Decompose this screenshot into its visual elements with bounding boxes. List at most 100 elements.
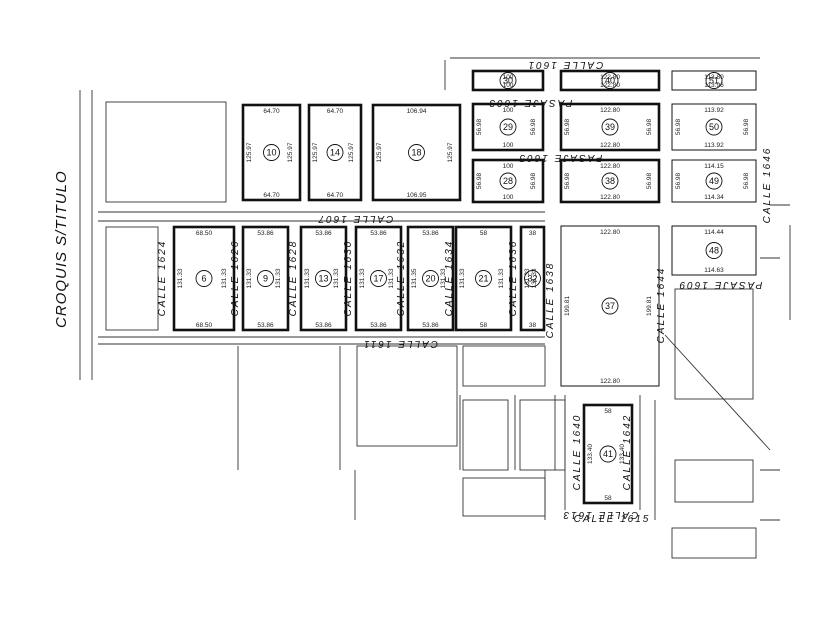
lot-dimension: 53.86 — [422, 322, 439, 329]
lot-number: 30 — [503, 76, 513, 86]
lot-outline — [406, 225, 455, 332]
lot-outline — [471, 69, 545, 92]
lot-number-circle — [315, 270, 332, 287]
street-label-calle-1646: CALLE 1646 — [762, 147, 773, 224]
lot-number: 9 — [263, 274, 268, 284]
lot-dimension: 131.35 — [411, 268, 418, 288]
lot-dimension: 64.70 — [327, 192, 344, 199]
street-label-calle-1607: CALLE 1607 — [317, 213, 394, 224]
lot-dimension: 131.33 — [524, 268, 531, 288]
street-label-calle-1628: CALLE 1628 — [288, 240, 299, 317]
lot-dimension: 122.80 — [600, 107, 620, 114]
lot-outline — [371, 103, 462, 202]
block-outline — [671, 527, 757, 559]
lot-dimension: 199.81 — [564, 296, 571, 316]
lot-dimension: 56.98 — [564, 118, 571, 135]
street-lines — [79, 57, 791, 521]
lot-dimension: 125.97 — [447, 142, 454, 162]
lot-dimension: 131.33 — [304, 268, 311, 288]
lot-number: 29 — [503, 122, 513, 132]
lot-dimension: 64.70 — [263, 108, 280, 115]
lot-dimension: 100 — [503, 163, 514, 170]
lot-number: 28 — [503, 176, 513, 186]
lot-number-circle — [705, 72, 723, 89]
lot-outline — [241, 103, 302, 202]
lot-dimension: 125.97 — [287, 142, 294, 162]
lot-dimension: 53.86 — [422, 230, 439, 237]
lot-dimension: 122.80 — [600, 82, 620, 89]
lot-dimension: 133.40 — [587, 444, 594, 464]
lot-number: 49 — [709, 176, 719, 186]
lot-dimension: 56.98 — [743, 172, 750, 189]
lot-outline — [354, 225, 403, 332]
lot-number: 20 — [425, 274, 435, 284]
lot-dimension: 56.98 — [564, 172, 571, 189]
lot-dimension: 56.98 — [675, 118, 682, 135]
street-label-calle-1615: CALLE 1615 — [574, 514, 651, 525]
lot-dimension: 114.63 — [704, 267, 724, 274]
lot-outline — [671, 225, 757, 276]
lot-dimension: 113.92 — [704, 142, 724, 149]
street-label-pasaje-1605: PASAJE 1605 — [518, 152, 603, 163]
lot-dimension: 131.33 — [333, 268, 340, 288]
block-outline — [105, 101, 227, 203]
lot-dimension: 53.86 — [315, 322, 332, 329]
street-label-calle-1634: CALLE 1634 — [444, 240, 455, 317]
lot-outline — [559, 69, 661, 92]
lot-number-circle — [370, 270, 387, 287]
lot-dimension: 131.33 — [246, 268, 253, 288]
lot-outline — [671, 159, 757, 203]
lot-outline — [241, 225, 290, 332]
lot-dimension: 100 — [503, 142, 514, 149]
lot-dimension: 56.98 — [646, 118, 653, 135]
lot-number-circle — [705, 172, 723, 190]
street-label-calle-1644: CALLE 1644 — [656, 267, 667, 344]
lot-number: 50 — [709, 122, 719, 132]
block-outline — [519, 399, 566, 471]
lot-dimension: 100 — [503, 107, 514, 114]
lot-dimension: 122.80 — [600, 194, 620, 201]
lot-dimension: 113.96 — [704, 82, 724, 89]
lot-number: 32 — [527, 274, 537, 284]
lot-dimension: 122.80 — [600, 378, 620, 385]
street-label-calle-1626: CALLE 1626 — [230, 240, 241, 317]
lot-number: 40 — [605, 76, 615, 86]
map-title: CROQUIS S/TITULO — [53, 170, 70, 328]
lot-outline — [560, 225, 660, 387]
lot-number: 51 — [709, 76, 719, 86]
lot-dimension: 122.80 — [600, 142, 620, 149]
lot-outline — [172, 225, 236, 332]
lot-dimension: 133.40 — [619, 444, 626, 464]
lot-dimension: 106.94 — [407, 108, 427, 115]
street-label-calle-1636: CALLE 1636 — [508, 240, 519, 317]
lot-dimension: 106.95 — [407, 192, 427, 199]
lot-outline — [471, 158, 545, 204]
lot-outline — [307, 103, 363, 202]
lot-number: 17 — [373, 274, 383, 284]
lot-number-circle — [601, 72, 619, 89]
lot-dimension: 58 — [604, 408, 612, 415]
lot-dimension: 53.86 — [370, 322, 387, 329]
lot-dimension: 68.50 — [196, 322, 213, 329]
lot-block: 39 122.80 56.98 56.98 122.80 — [559, 102, 661, 152]
lot-number-circle — [422, 270, 439, 287]
lot-dimension: 131.33 — [440, 268, 447, 288]
lot-outline — [671, 70, 757, 91]
lot-number: 39 — [605, 122, 615, 132]
lot-number-circle — [408, 144, 425, 161]
lot-number-circle — [257, 270, 274, 287]
block-outline — [674, 459, 754, 503]
lot-dimension: 53.86 — [257, 322, 274, 329]
lot-number: 37 — [605, 301, 615, 311]
street-label-calle-1601: CALLE 1601 — [527, 59, 604, 70]
